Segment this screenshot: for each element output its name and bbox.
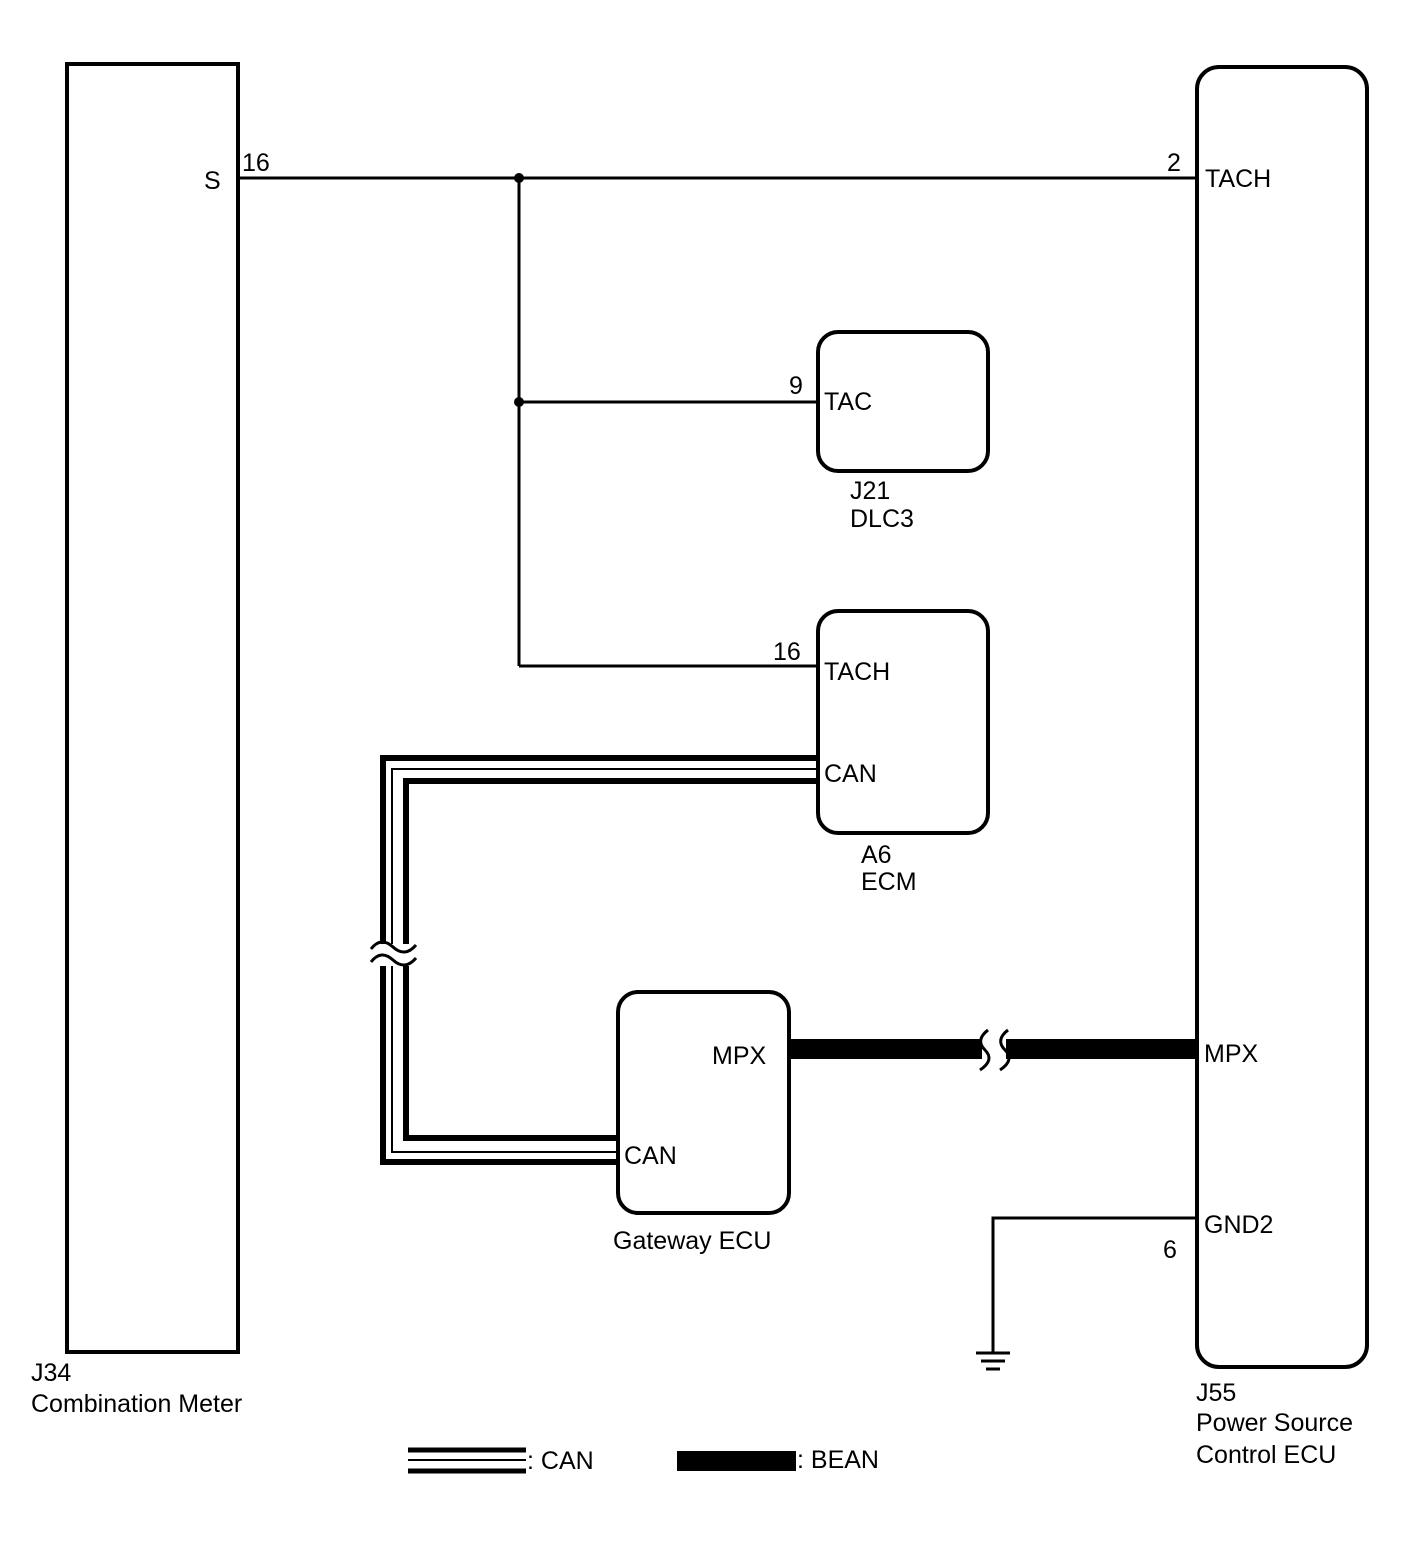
junction-dot-top: [514, 173, 524, 183]
ecu-code: J55: [1196, 1379, 1236, 1407]
ecu-pin-gnd2-label: GND2: [1204, 1211, 1273, 1239]
legend-bean-swatch: [677, 1451, 796, 1471]
legend-can-swatch: [408, 1447, 526, 1474]
ecu-name-line2: Control ECU: [1196, 1441, 1336, 1469]
gateway-pin-can-label: CAN: [624, 1142, 677, 1170]
meter-code: J34: [31, 1359, 71, 1387]
ecu-pin-tach-number: 2: [1167, 149, 1181, 177]
ecm-pin-can-label: CAN: [824, 760, 877, 788]
ecm-box: [816, 609, 990, 835]
dlc3-pin-tac-number: 9: [789, 372, 803, 400]
meter-name: Combination Meter: [31, 1390, 242, 1418]
can-break-gap: [372, 944, 417, 966]
bean-break-mark-left: [979, 1028, 991, 1072]
bean-bus-wire: [789, 1028, 1197, 1072]
can-bus-wire: [369, 755, 818, 1165]
ecm-pin-tach-number: 16: [773, 638, 801, 666]
dlc3-code: J21: [850, 477, 890, 505]
ecm-name: ECM: [861, 868, 917, 896]
can-break-mark-upper: [369, 940, 418, 954]
ground-icon: [976, 1351, 1010, 1371]
gateway-name: Gateway ECU: [613, 1227, 771, 1255]
dlc3-name: DLC3: [850, 505, 914, 533]
combination-meter-box: [65, 62, 240, 1354]
gateway-pin-mpx-label: MPX: [712, 1042, 767, 1070]
ecm-pin-tach-label: TACH: [824, 658, 890, 686]
can-break-mark-lower: [369, 953, 418, 967]
tach-signal-wires: [238, 173, 1197, 668]
bean-break-mark-right: [999, 1028, 1011, 1072]
meter-pin-s-number: 16: [242, 149, 270, 177]
legend-can-label: : CAN: [527, 1447, 594, 1475]
dlc3-pin-tac-label: TAC: [824, 388, 872, 416]
ecu-pin-gnd2-number: 6: [1163, 1236, 1177, 1264]
gateway-ecu-box: [616, 990, 791, 1215]
ecu-pin-tach-label: TACH: [1205, 165, 1271, 193]
power-source-ecu-box: [1195, 65, 1369, 1369]
legend: : CAN : BEAN: [408, 1446, 879, 1475]
ground-wire: [976, 1216, 1197, 1371]
legend-bean-label: : BEAN: [797, 1446, 879, 1474]
ecu-name-line1: Power Source: [1196, 1409, 1353, 1437]
meter-pin-s-label: S: [204, 167, 221, 195]
junction-dot-middle: [514, 397, 524, 407]
ecu-pin-mpx-label: MPX: [1204, 1040, 1259, 1068]
ecm-code: A6: [861, 841, 892, 869]
